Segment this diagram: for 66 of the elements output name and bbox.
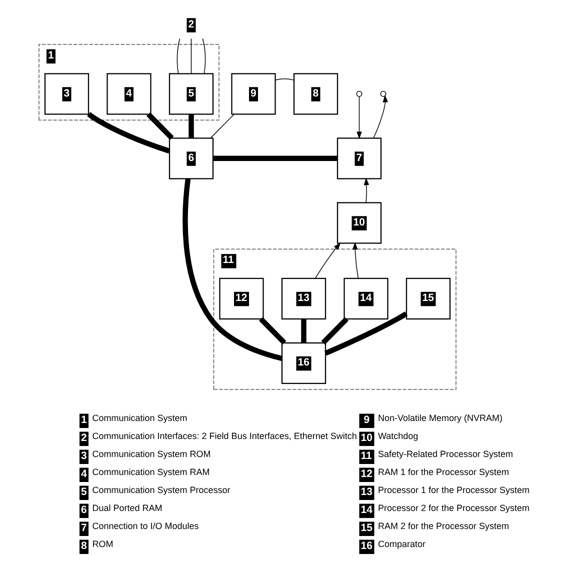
connector [190,38,192,74]
node-box: 8 [293,73,338,115]
node-box: 10 [336,202,382,244]
connector [202,38,206,74]
node-box: 3 [44,73,90,115]
connector [213,156,338,161]
node-box: 4 [106,73,152,115]
label: 6 [81,504,87,516]
label: Communication System [92,412,188,423]
label: Processor 2 for the Processor System [378,502,530,513]
label: 16 [360,540,372,552]
connector [301,318,306,343]
node-box: 14 [344,278,388,320]
label: RAM 2 for the Processor System [378,520,510,531]
label: Dual Ported RAM [92,502,162,513]
label: Communication System ROM [92,448,211,459]
label: 4 [81,468,87,480]
label: 5 [81,486,87,498]
node-box: 9 [231,73,276,115]
label: Connection to I/O Modules [92,520,199,531]
label: 12 [360,468,372,480]
label: Communication System RAM [92,466,210,477]
label: Processor 1 for the Processor System [378,484,530,495]
label: 15 [360,522,372,534]
label: 13 [360,486,372,498]
arrow [364,178,370,203]
connector [259,317,286,345]
label: RAM 1 for the Processor System [378,466,510,477]
node-box: 16 [281,342,326,384]
connector [87,112,170,154]
label: 10 [360,432,372,444]
connector [188,114,194,138]
label: 7 [81,522,87,534]
label: 11 [360,450,372,462]
node-box: 6 [168,138,214,180]
label: Non-Volatile Memory (NVRAM) [378,412,503,423]
label: 14 [360,504,372,516]
node-box: 15 [406,278,451,320]
node-circle [380,90,386,97]
connector [176,38,180,74]
label: ROM [92,538,114,549]
label: 8 [81,540,87,552]
label: 2 [81,432,87,444]
node-box: 2 [186,18,196,32]
label: Safety-Related Processor System [378,448,514,459]
arrow [356,96,362,140]
node-box: 5 [168,73,214,115]
connector [324,312,408,356]
node-box: 7 [336,138,382,180]
label: Communication Interfaces: 2 Field Bus Interfaces, Ethernet Switch [92,430,357,441]
label: Watchdog [378,430,418,441]
node-box: 12 [219,278,264,320]
label: Communication System Processor [92,484,230,495]
label: Comparator [378,538,426,549]
node-box: 13 [281,278,326,320]
connector [275,78,294,80]
arrow [373,94,388,138]
label: 1 [81,414,87,426]
label: 9 [364,414,370,426]
node-circle [356,90,362,97]
connector [321,317,349,345]
connector [182,178,283,362]
arrow [314,242,341,279]
label: 3 [81,450,87,462]
arrow [352,242,359,279]
connector [210,114,235,138]
